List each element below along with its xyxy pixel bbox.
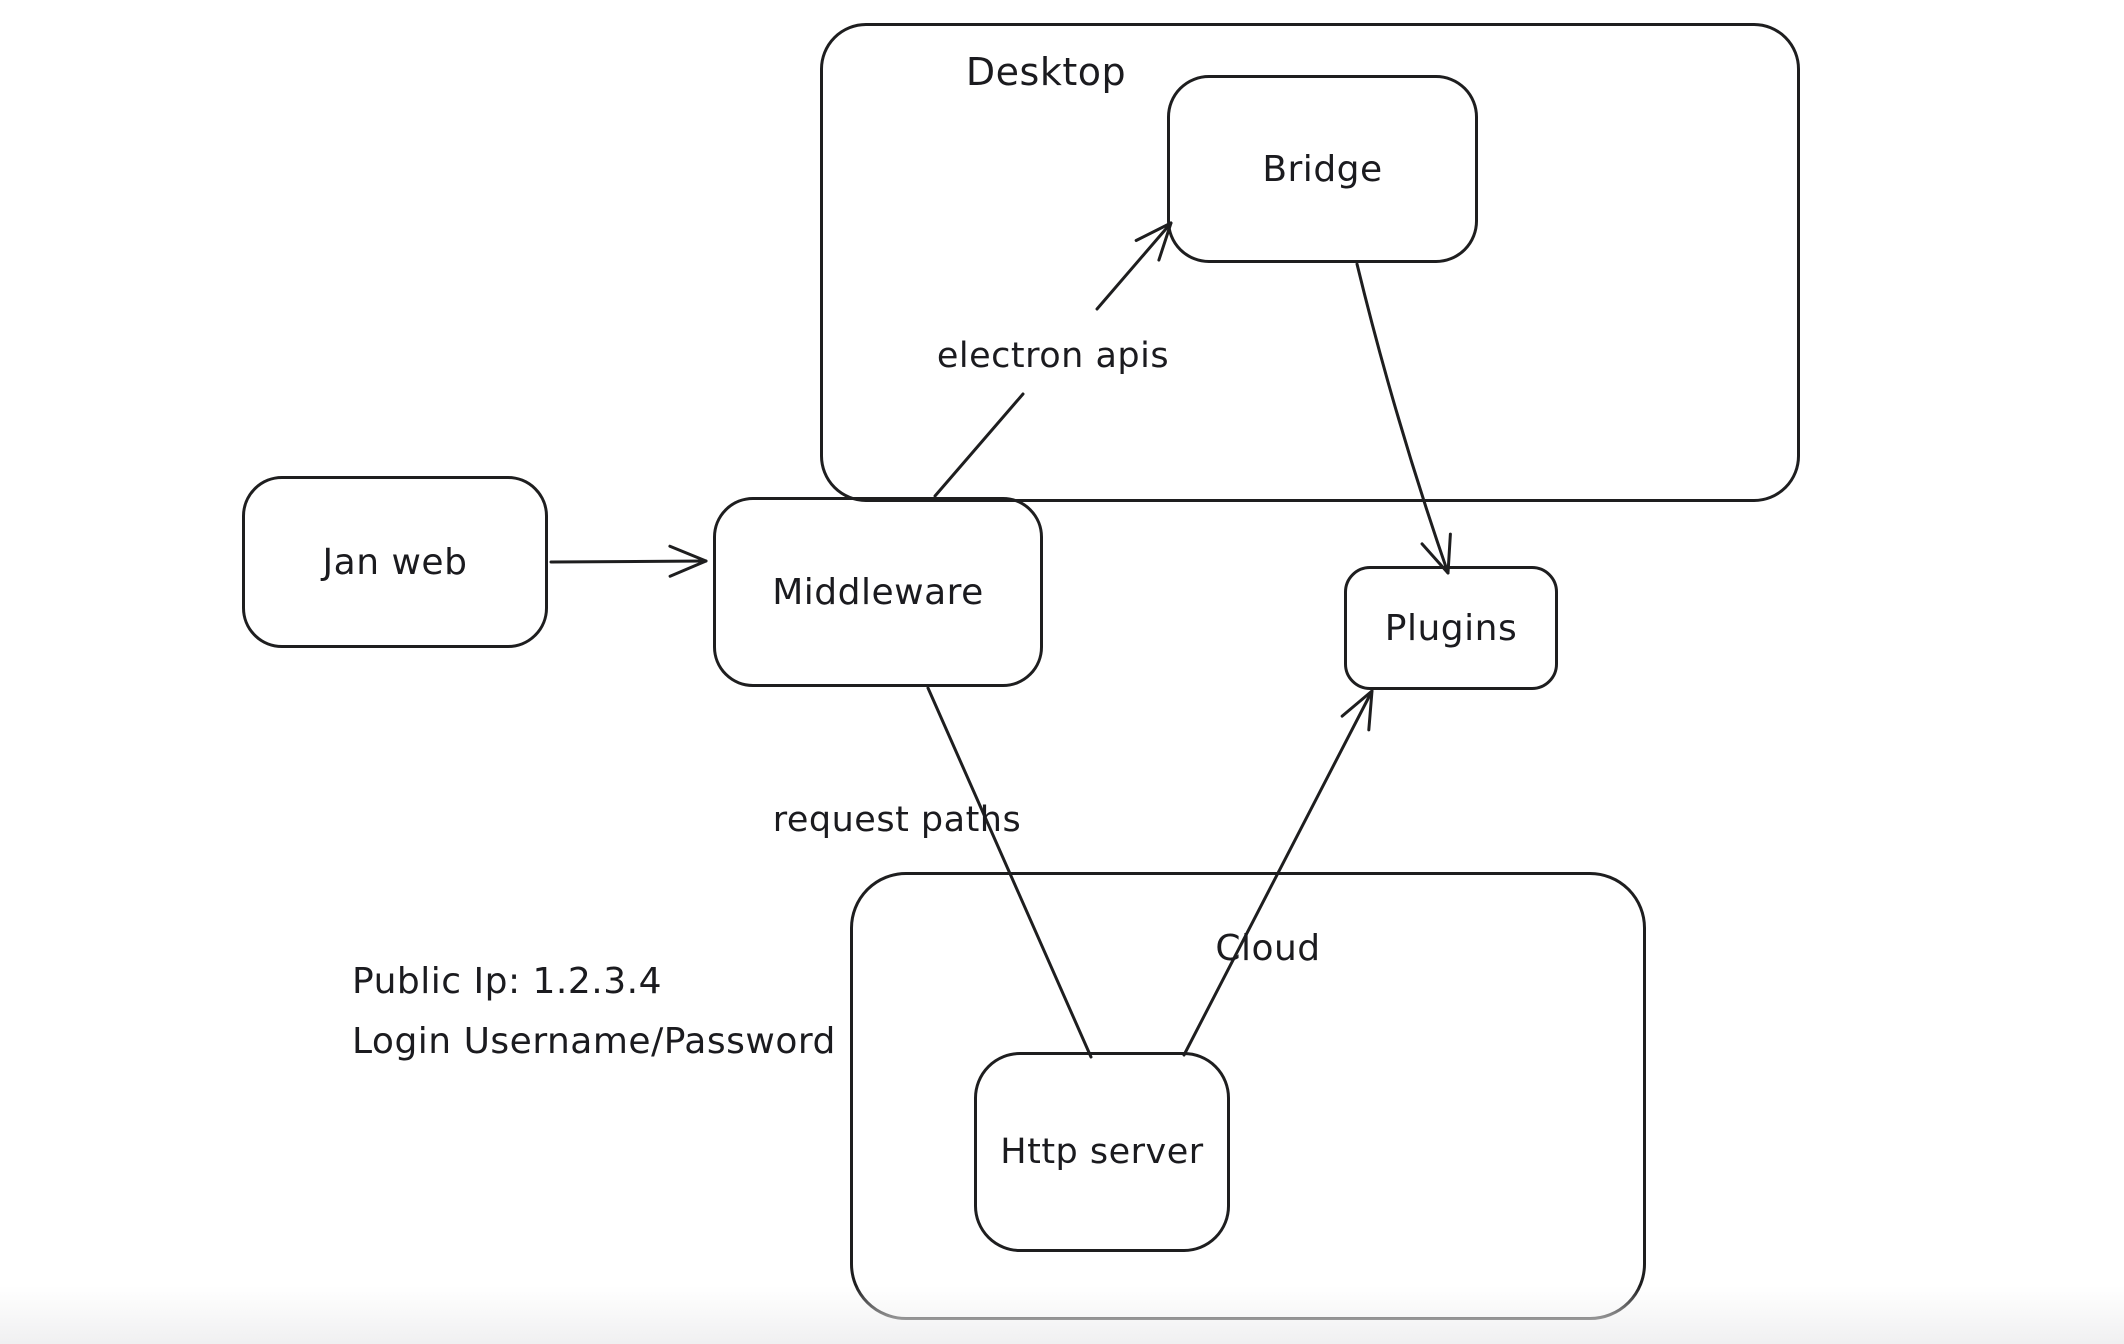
node-middleware[interactable]: Middleware: [713, 497, 1043, 687]
arrow-middleware-to-bridge-line-lower: [933, 392, 1025, 498]
arrow-jan-web-to-middleware-line: [549, 544, 708, 578]
node-http-server[interactable]: Http server: [974, 1052, 1230, 1252]
bridge-label: Bridge: [1262, 148, 1383, 190]
arrow-middleware-to-bridge-line-upper: [1095, 221, 1173, 311]
desktop-label[interactable]: Desktop: [965, 50, 1127, 94]
cloud-label[interactable]: Cloud: [1215, 928, 1321, 969]
line-middleware-to-http-server-line: [926, 686, 1093, 1059]
edge-label-electron-apis[interactable]: electron apis: [936, 336, 1170, 376]
arrow-bridge-to-plugins[interactable]: [1355, 262, 1452, 575]
edge-label-request-paths[interactable]: request paths: [772, 800, 1022, 840]
arrow-middleware-to-bridge[interactable]: [933, 221, 1173, 498]
line-middleware-to-http-server[interactable]: [926, 686, 1093, 1059]
middleware-label: Middleware: [772, 571, 984, 613]
annotation-credentials[interactable]: Public Ip: 1.2.3.4 Login Username/Passwo…: [352, 952, 836, 1072]
arrow-bridge-to-plugins-line: [1355, 262, 1452, 575]
node-bridge[interactable]: Bridge: [1167, 75, 1478, 263]
annotation-login: Login Username/Password: [352, 1021, 836, 1062]
arrow-jan-web-to-middleware[interactable]: [549, 544, 708, 578]
arrow-http-server-to-plugins[interactable]: [1182, 689, 1374, 1057]
bottom-fade: [0, 1286, 2124, 1344]
jan-web-label: Jan web: [322, 541, 468, 583]
plugins-label: Plugins: [1384, 607, 1518, 649]
annotation-public-ip: Public Ip: 1.2.3.4: [352, 961, 662, 1002]
node-jan-web[interactable]: Jan web: [242, 476, 548, 648]
arrow-http-server-to-plugins-line: [1182, 689, 1374, 1057]
desktop-container[interactable]: [820, 23, 1800, 502]
http-server-label: Http server: [1000, 1132, 1204, 1172]
